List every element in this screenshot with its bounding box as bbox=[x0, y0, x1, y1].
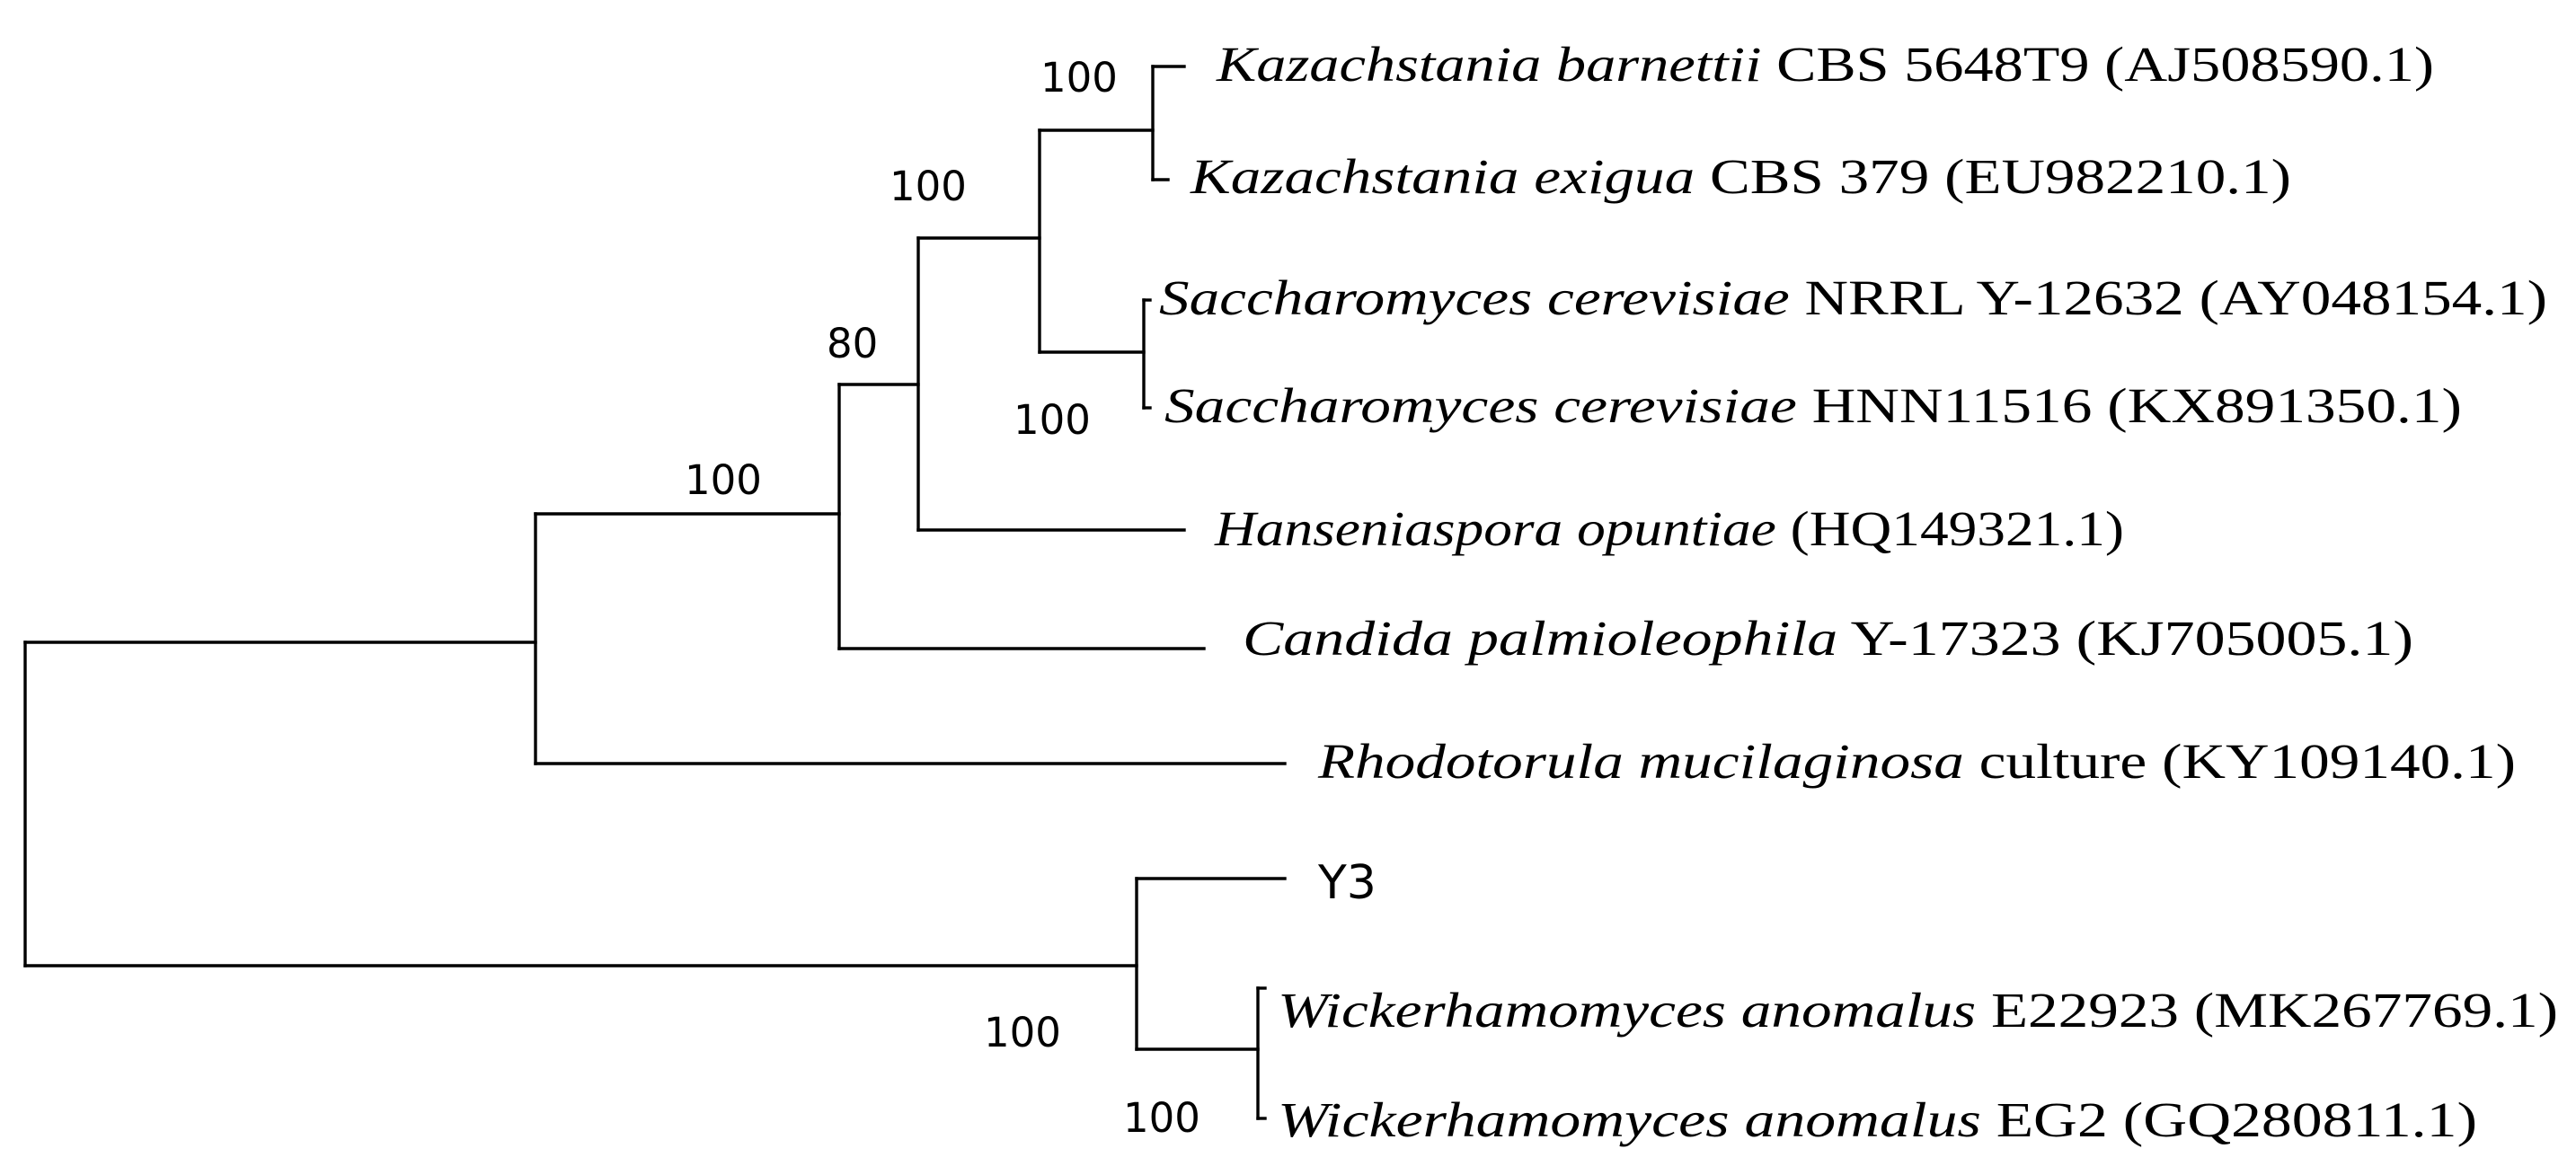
accession-number: (KX891350.1) bbox=[2092, 378, 2462, 433]
bootstrap-kazachstania: 100 bbox=[1040, 54, 1118, 102]
leaf-hanseniaspora-opuntiae: Hanseniaspora opuntiae (HQ149321.1) bbox=[1214, 501, 2124, 556]
species-name: Saccharomyces cerevisiae bbox=[1159, 270, 1790, 325]
bootstrap-wickerhamomyces: 100 bbox=[1123, 1094, 1200, 1142]
species-name: Hanseniaspora opuntiae bbox=[1214, 501, 1776, 556]
leaf-candida-palmioleophila: Candida palmioleophila Y-17323 (KJ705005… bbox=[1243, 611, 2413, 666]
leaf-wickerhamomyces-anomalus-eg2: Wickerhamomyces anomalus EG2 (GQ280811.1… bbox=[1278, 1092, 2477, 1147]
bootstrap-with-hanseniaspora: 80 bbox=[827, 320, 878, 367]
species-name: Wickerhamomyces anomalus bbox=[1278, 983, 1976, 1038]
accession-number: (MK267769.1) bbox=[2179, 983, 2558, 1038]
leaf-saccharomyces-cerevisiae-nrrl: Saccharomyces cerevisiae NRRL Y-12632 (A… bbox=[1159, 270, 2547, 325]
strain-id: Y-17323 bbox=[1837, 611, 2060, 666]
strain-id: HNN11516 bbox=[1797, 378, 2093, 433]
species-name: Candida palmioleophila bbox=[1243, 611, 1837, 666]
bootstrap-kaz-sacch: 100 bbox=[890, 163, 967, 210]
leaf-wickerhamomyces-anomalus-e22923: Wickerhamomyces anomalus E22923 (MK26776… bbox=[1278, 983, 2558, 1038]
bootstrap-saccharomyces: 100 bbox=[1014, 396, 1091, 444]
species-name: Rhodotorula mucilaginosa bbox=[1317, 734, 1964, 789]
strain-id: CBS 5648T9 bbox=[1762, 37, 2090, 92]
accession-number: (GQ280811.1) bbox=[2108, 1092, 2477, 1147]
bootstrap-with-candida: 100 bbox=[685, 456, 762, 504]
bootstrap-wick-y3: 100 bbox=[984, 1009, 1061, 1056]
accession-number: (KJ705005.1) bbox=[2061, 611, 2413, 666]
leaf-saccharomyces-cerevisiae-hnn: Saccharomyces cerevisiae HNN11516 (KX891… bbox=[1164, 378, 2462, 433]
strain-id: EG2 bbox=[1981, 1092, 2108, 1147]
species-name: Kazachstania exigua bbox=[1190, 149, 1695, 204]
accession-number: (HQ149321.1) bbox=[1776, 501, 2124, 556]
accession-number: (AJ508590.1) bbox=[2090, 37, 2434, 92]
leaf-y3: Y3 bbox=[1317, 856, 1377, 910]
strain-id: E22923 bbox=[1976, 983, 2179, 1038]
species-name: Wickerhamomyces anomalus bbox=[1278, 1092, 1981, 1147]
accession-number: (AY048154.1) bbox=[2184, 270, 2547, 325]
leaf-kazachstania-exigua: Kazachstania exigua CBS 379 (EU982210.1) bbox=[1190, 149, 2291, 204]
species-name: Saccharomyces cerevisiae bbox=[1164, 378, 1797, 433]
species-name: Kazachstania barnettii bbox=[1216, 37, 1762, 92]
accession-number: (KY109140.1) bbox=[2147, 734, 2516, 789]
strain-id: NRRL Y-12632 bbox=[1790, 270, 2184, 325]
leaf-kazachstania-barnettii: Kazachstania barnettii CBS 5648T9 (AJ508… bbox=[1216, 37, 2434, 92]
strain-id: culture bbox=[1964, 734, 2147, 789]
leaf-rhodotorula-mucilaginosa: Rhodotorula mucilaginosa culture (KY1091… bbox=[1317, 734, 2516, 789]
strain-id: CBS 379 bbox=[1695, 149, 1929, 204]
accession-number: (EU982210.1) bbox=[1929, 149, 2291, 204]
